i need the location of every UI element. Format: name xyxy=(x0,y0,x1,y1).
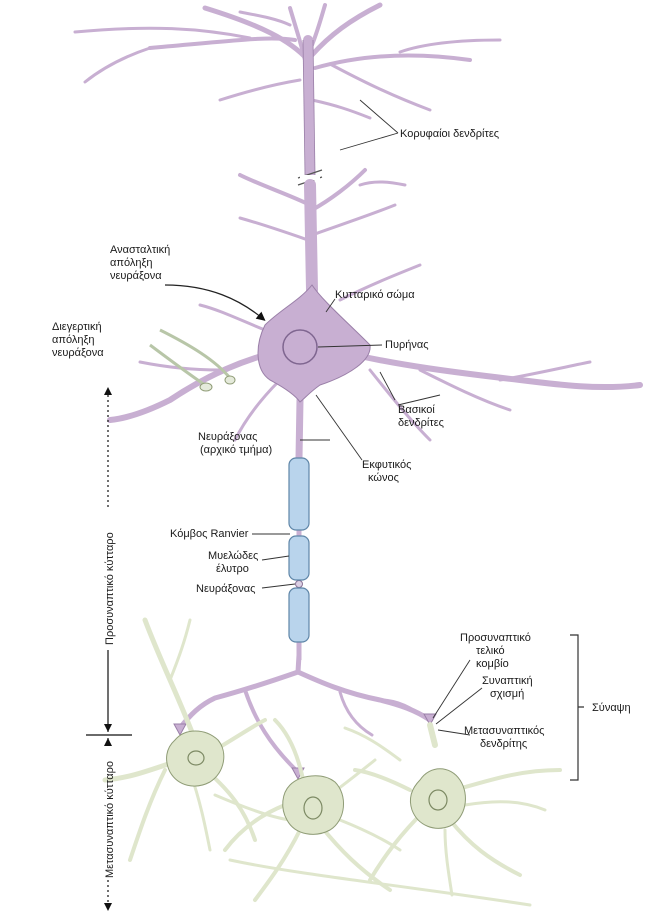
label-excitatory-1: Διεγερτική xyxy=(52,321,102,333)
label-nucleus: Πυρήνας xyxy=(385,339,429,351)
label-presynaptic-cell: Προσυναπτικό κύτταρο xyxy=(104,532,116,645)
label-myelin-2: έλυτρο xyxy=(216,563,249,575)
label-basal-dendrites-2: δενδρίτες xyxy=(398,417,444,429)
inhibitory-terminal-arrow xyxy=(165,285,262,318)
label-myelin-1: Μυελώδες xyxy=(208,550,258,562)
label-excitatory-3: νευράξονα xyxy=(52,347,104,359)
label-inhibitory-2: απόληξη xyxy=(110,257,153,269)
label-axon-hillock-2: κώνος xyxy=(368,472,399,484)
label-synapse: Σύναψη xyxy=(592,702,631,714)
label-cleft-2: σχισμή xyxy=(490,688,524,700)
label-inhibitory-1: Ανασταλτική xyxy=(110,244,170,256)
label-presynaptic-2: τελικό xyxy=(476,645,505,657)
label-inhibitory-3: νευράξονα xyxy=(110,270,162,282)
label-apical-dendrites: Κορυφαίοι δενδρίτες xyxy=(400,128,499,140)
label-postsyn-dendrite-1: Μετασυναπτικός xyxy=(464,725,544,737)
node-ranvier-dot xyxy=(296,581,303,588)
synapse-bracket xyxy=(570,635,584,780)
myelin-sheath-2 xyxy=(289,536,309,580)
excitatory-terminals xyxy=(150,330,235,391)
label-excitatory-2: απόληξη xyxy=(52,334,95,346)
apical-dendrites xyxy=(75,5,500,175)
label-postsynaptic-cell: Μετασυναπτικό κύτταρο xyxy=(104,761,116,878)
postsynaptic-soma-3 xyxy=(410,769,465,829)
label-basal-dendrites-1: Βασικοί xyxy=(398,404,435,416)
postsynaptic-soma-2 xyxy=(283,776,344,834)
label-axon: Νευράξονας xyxy=(196,583,255,595)
label-axon-initial-2: (αρχικό τμήμα) xyxy=(200,444,272,456)
label-axon-hillock-1: Εκφυτικός xyxy=(362,459,411,471)
myelin-sheath-3 xyxy=(289,588,309,642)
arrow-up-head-2 xyxy=(104,738,112,746)
label-cell-body: Κυτταρικό σώμα xyxy=(335,289,415,301)
label-axon-initial-1: Νευράξονας xyxy=(198,431,257,443)
label-presynaptic-3: κομβίο xyxy=(476,658,509,670)
myelin-sheath-1 xyxy=(289,458,309,530)
label-cleft-1: Συναπτική xyxy=(482,675,533,687)
label-presynaptic-1: Προσυναπτικό xyxy=(460,632,531,644)
neuron-lower xyxy=(110,170,640,458)
postsynaptic-soma-1 xyxy=(167,731,224,786)
arrow-down-head-2 xyxy=(104,903,112,911)
label-postsyn-dendrite-2: δενδρίτης xyxy=(480,738,527,750)
label-node-ranvier: Κόμβος Ranvier xyxy=(170,528,249,540)
arrow-down-head-1 xyxy=(104,724,112,732)
arrow-up-head xyxy=(104,387,112,395)
